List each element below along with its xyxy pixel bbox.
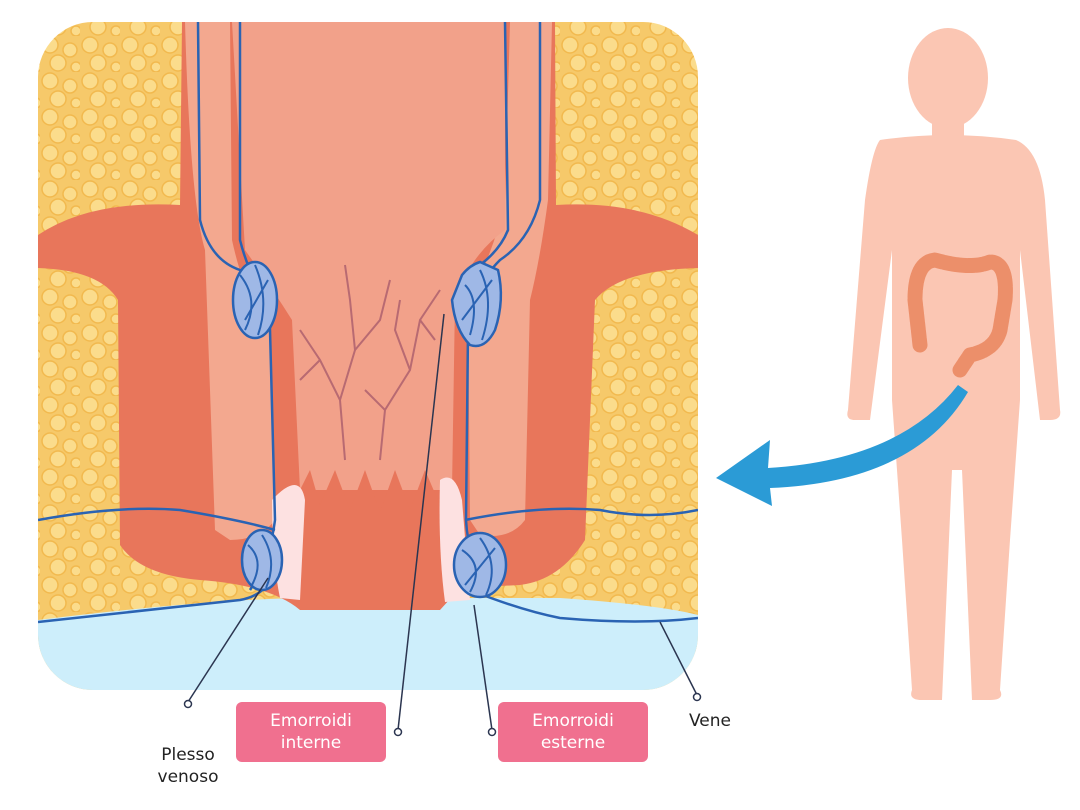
mucosa-left [185,22,275,540]
internal-hemorrhoid-plexus [231,260,503,348]
anal-columns [300,470,452,600]
label-vene: Vene [688,711,731,731]
rectal-vessels [299,264,441,461]
label-emorroidi-interne: Emorroidi interne [236,702,386,762]
label-plesso-venoso: Plesso venoso [157,745,219,787]
leader-lines [187,313,698,731]
pointer-arrow [716,385,968,506]
anatomy-cross-section [38,22,698,690]
external-hemorrhoid-plexus [240,528,508,599]
human-silhouette [847,28,1061,700]
label-emorroidi-esterne: Emorroidi esterne [498,702,648,762]
mucosa-right [468,22,552,536]
leader-dots [183,692,702,737]
colon [907,252,1013,378]
base-skin-area [38,598,698,690]
